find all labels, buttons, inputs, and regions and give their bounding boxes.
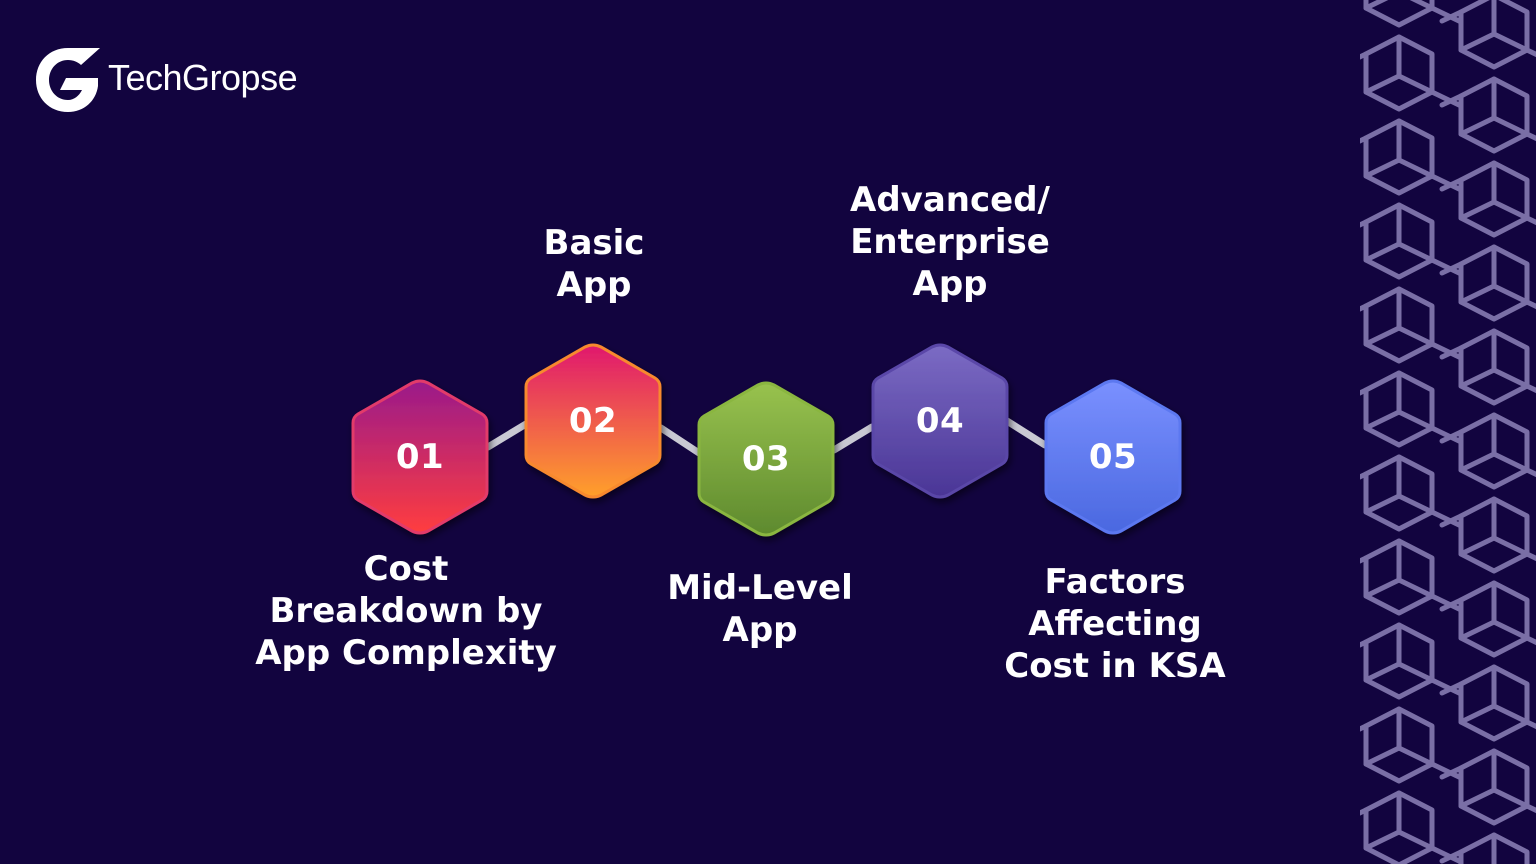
step-03-label: Mid-Level App xyxy=(667,568,853,650)
step-number: 04 xyxy=(915,401,965,441)
step-04-hexagon: 04 xyxy=(870,342,1010,500)
hexagon-shape xyxy=(351,379,489,535)
hexagon-shape xyxy=(871,343,1009,499)
hexagon-shape xyxy=(697,381,835,537)
step-number: 03 xyxy=(741,439,791,479)
step-02-hexagon: 02 xyxy=(523,342,663,500)
brand-name: TechGropse xyxy=(108,57,298,98)
step-number: 01 xyxy=(395,437,445,477)
step-number: 05 xyxy=(1088,437,1138,477)
step-02-label: Basic App xyxy=(543,223,645,305)
step-03-hexagon: 03 xyxy=(696,380,836,538)
hexagon-shape xyxy=(524,343,662,499)
step-05-hexagon: 05 xyxy=(1043,378,1183,536)
g-logo-icon xyxy=(36,48,100,112)
step-05-label: Factors Affecting Cost in KSA xyxy=(1004,562,1226,686)
hexagon-shape xyxy=(1044,379,1182,535)
step-04-label: Advanced/ Enterprise App xyxy=(850,180,1050,304)
step-01-label: Cost Breakdown by App Complexity xyxy=(255,549,557,673)
step-number: 02 xyxy=(568,401,618,441)
step-01-hexagon: 01 xyxy=(350,378,490,536)
cube-pattern-decoration xyxy=(1360,0,1536,864)
brand-logo: TechGropse xyxy=(34,46,298,114)
